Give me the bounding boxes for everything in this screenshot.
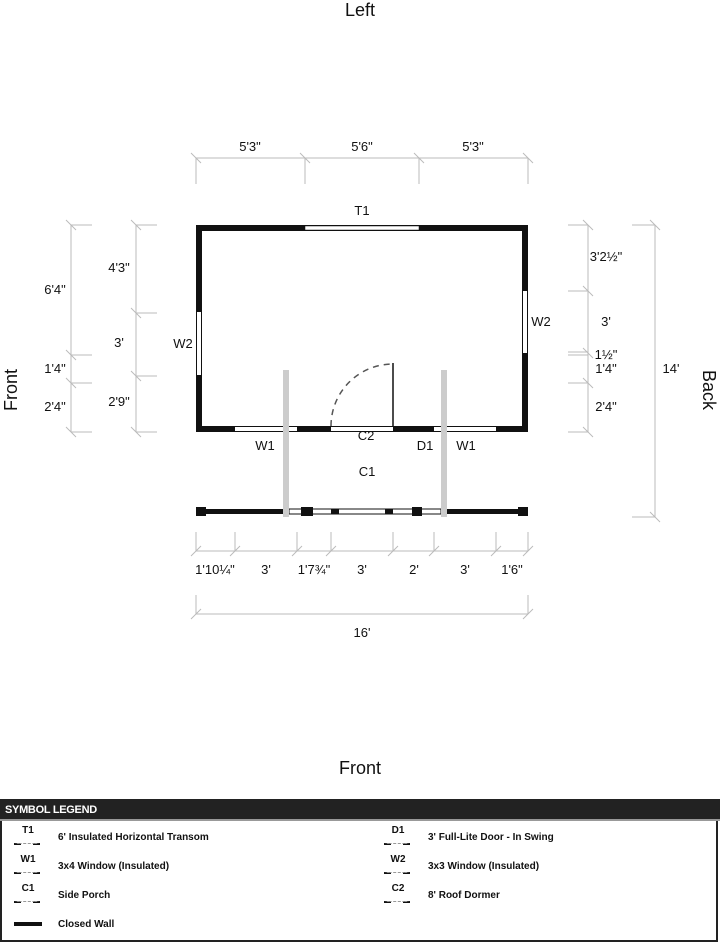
legend-item-w1: W1 3x4 Window (Insulated) (2, 852, 169, 880)
label-d1: D1 (417, 438, 434, 453)
window-w1-right (434, 427, 496, 431)
dim-label: 5'3" (239, 139, 261, 154)
window-w2-left (197, 312, 201, 375)
legend-label: Closed Wall (58, 918, 115, 930)
legend-label: 3x4 Window (Insulated) (58, 860, 170, 872)
legend-label: 3' Full-Lite Door - In Swing (428, 831, 554, 843)
building-walls (196, 225, 528, 432)
door-symbol-icon: D1 (380, 824, 416, 850)
dormer-c2 (331, 427, 393, 431)
dim-label: 6'4" (44, 282, 66, 297)
dim-label: 1'10¼" (195, 562, 235, 577)
label-w2-left: W2 (173, 336, 193, 351)
side-label-front-bottom: Front (339, 758, 381, 778)
dim-label: 2'4" (595, 399, 617, 414)
right-total-dimension: 14' (632, 219, 680, 523)
floor-plan: Left Front Front Back 5'3" 5'6" 5'3" 6'4… (1, 0, 719, 778)
dim-label: 3' (601, 314, 611, 329)
dim-label: 3'2½" (590, 249, 623, 264)
window-t1 (304, 225, 420, 231)
porch-post (441, 370, 447, 517)
label-w2-right: W2 (531, 314, 551, 329)
bottom-total-dimension: 16' (190, 595, 534, 640)
side-label-back: Back (699, 370, 719, 411)
label-c1: C1 (359, 464, 376, 479)
door-d1 (330, 363, 394, 427)
dim-label: 1'7¾" (298, 562, 331, 577)
right-inner-dimension: 3'2½" 3' 1½" 1'4" 2'4" (568, 219, 623, 438)
dim-label: 2' (409, 562, 419, 577)
closed-wall-symbol-icon (10, 911, 46, 937)
dim-label: 1'4" (595, 361, 617, 376)
left-outer-dimension: 6'4" 1'4" 2'4" (44, 219, 92, 438)
dormer-symbol-icon: C2 (380, 882, 416, 908)
legend-item-t1: T1 6' Insulated Horizontal Transom (2, 823, 209, 851)
dim-label: 14' (663, 361, 680, 376)
legend-label: 8' Roof Dormer (428, 889, 500, 901)
legend-title: SYMBOL LEGEND (0, 799, 720, 821)
legend-item-closed-wall: Closed Wall (2, 910, 114, 938)
legend-label: Side Porch (58, 889, 111, 901)
porch-post (283, 370, 289, 517)
dim-label: 5'6" (351, 139, 373, 154)
dim-label: 2'4" (44, 399, 66, 414)
dim-label: 2'9" (108, 394, 130, 409)
label-c2: C2 (358, 428, 375, 443)
legend-item-c1: C1 Side Porch (2, 881, 110, 909)
label-t1: T1 (354, 203, 369, 218)
dim-label: 3' (357, 562, 367, 577)
legend-item-c2: C2 8' Roof Dormer (372, 881, 500, 909)
bottom-dimension: 1'10¼" 3' 1'7¾" 3' 2' 3' 1'6" (190, 532, 534, 577)
dim-label: 16' (354, 625, 371, 640)
dim-label: 3' (460, 562, 470, 577)
transom-symbol-icon: T1 (10, 824, 46, 850)
window-w1-left (235, 427, 297, 431)
dim-label: 1'6" (501, 562, 523, 577)
legend-item-d1: D1 3' Full-Lite Door - In Swing (372, 823, 554, 851)
window-symbol-icon: W2 (380, 853, 416, 879)
legend-label: 6' Insulated Horizontal Transom (58, 831, 209, 843)
left-inner-dimension: 4'3" 3' 2'9" (108, 219, 157, 438)
porch-c1 (196, 370, 528, 517)
porch-symbol-icon: C1 (10, 882, 46, 908)
top-dimension: 5'3" 5'6" 5'3" (190, 139, 534, 184)
dim-label: 5'3" (462, 139, 484, 154)
dim-label: 1'4" (44, 361, 66, 376)
dim-label: 1½" (595, 347, 618, 362)
legend-label: 3x3 Window (Insulated) (428, 860, 540, 872)
symbol-legend: SYMBOL LEGEND T1 6' Insulated Horizontal… (0, 799, 720, 942)
side-label-front-left: Front (1, 369, 21, 411)
side-label-left: Left (345, 0, 375, 20)
window-w2-right (523, 291, 527, 353)
dim-label: 3' (114, 335, 124, 350)
dim-label: 3' (261, 562, 271, 577)
legend-item-w2: W2 3x3 Window (Insulated) (372, 852, 539, 880)
dim-label: 4'3" (108, 260, 130, 275)
label-w1-left: W1 (255, 438, 275, 453)
label-w1-right: W1 (456, 438, 476, 453)
window-symbol-icon: W1 (10, 853, 46, 879)
